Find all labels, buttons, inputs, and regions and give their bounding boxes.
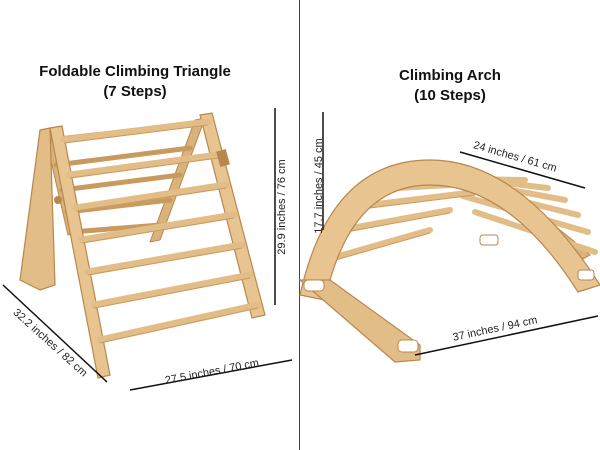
triangle-title-line2: (7 Steps) [103, 83, 167, 100]
arch-title-line2: (10 Steps) [414, 87, 486, 104]
center-divider [299, 0, 300, 450]
dimension-lines [2, 108, 599, 391]
climbing-triangle-image [19, 112, 266, 379]
triangle-title-line1: Foldable Climbing Triangle [39, 63, 231, 80]
arch-title: Climbing Arch (10 Steps) [360, 66, 540, 106]
triangle-title: Foldable Climbing Triangle (7 Steps) [20, 62, 250, 102]
climbing-arch-image [298, 159, 600, 363]
arch-title-line1: Climbing Arch [399, 67, 501, 84]
arch-height-label: 17.7 inches / 45 cm [313, 138, 325, 234]
triangle-height-label: 29.9 inches / 76 cm [276, 159, 288, 255]
